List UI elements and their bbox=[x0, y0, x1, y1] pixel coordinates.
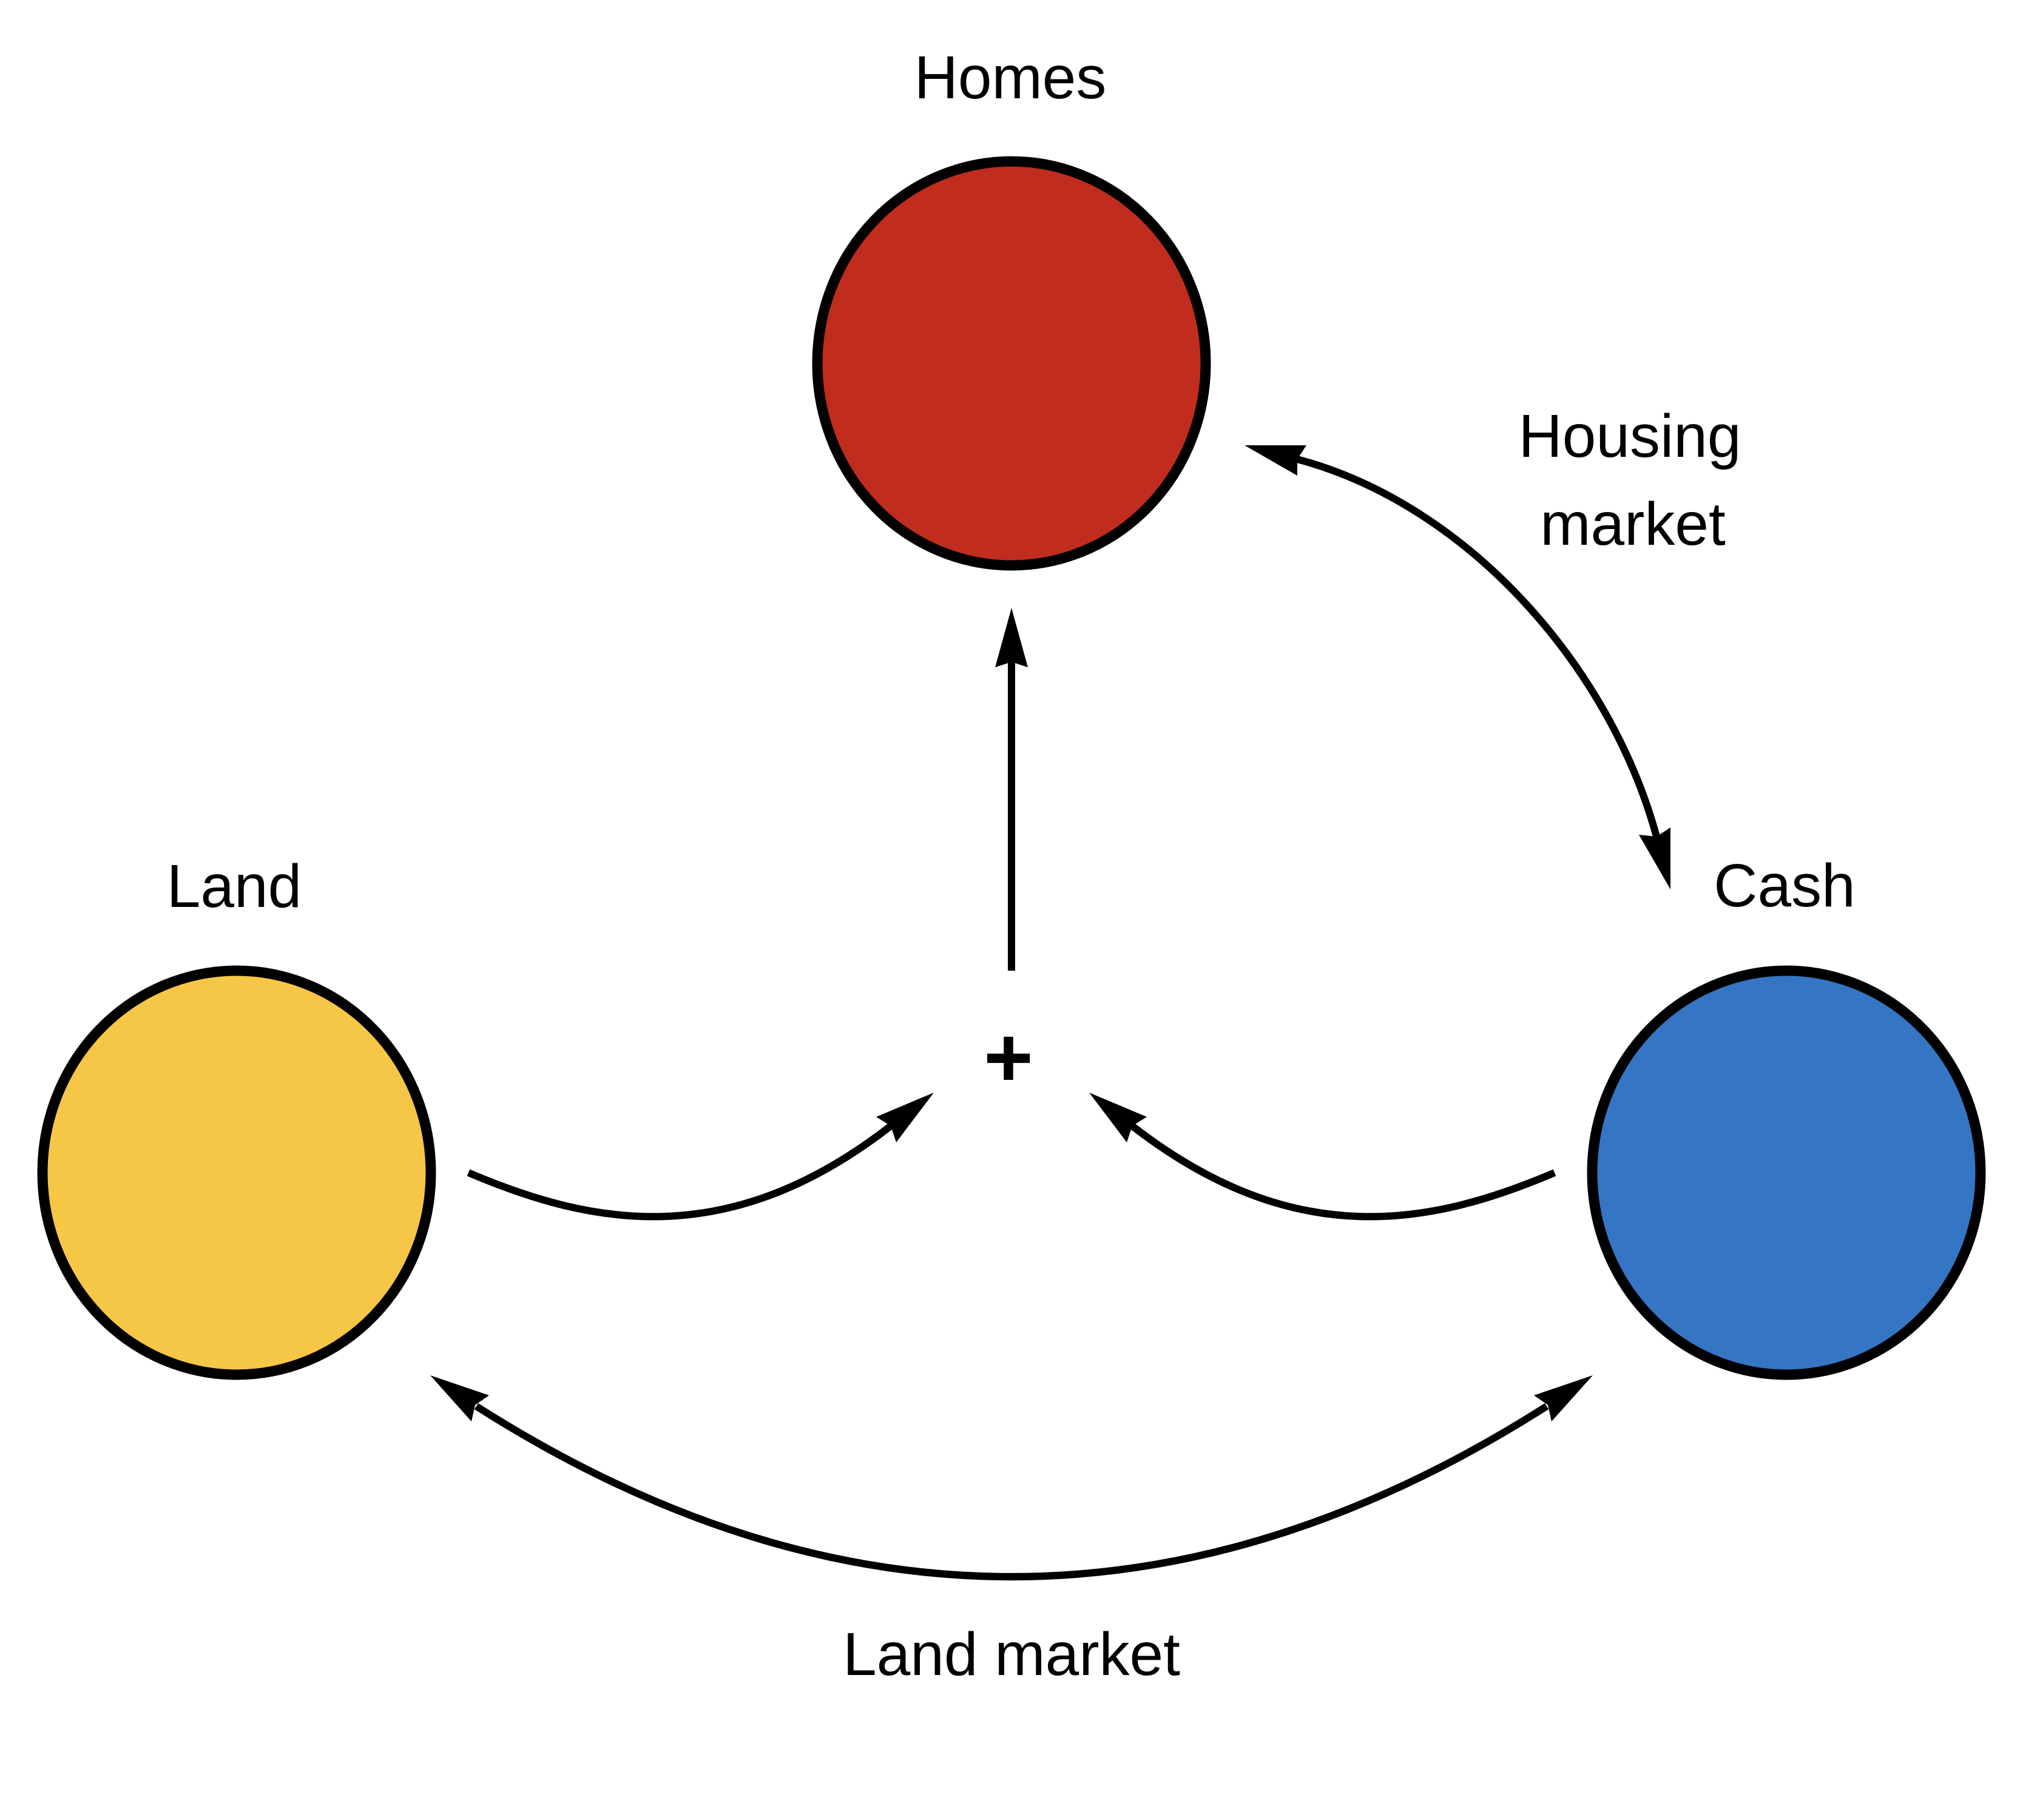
node-label-cash: Cash bbox=[1714, 852, 1855, 920]
edge-junction-to-homes bbox=[995, 608, 1028, 971]
edge-line-land-market bbox=[474, 1403, 1549, 1580]
edge-label-housing-line-1: Housing bbox=[1519, 402, 1741, 470]
edge-line-housing-market bbox=[1296, 456, 1660, 838]
node-label-land: Land bbox=[167, 852, 302, 920]
node-circle-homes bbox=[812, 156, 1211, 571]
arrowhead-icon bbox=[430, 1375, 489, 1421]
edge-label-land-market: Land market bbox=[843, 1620, 1180, 1688]
node-cash: Cash bbox=[1587, 852, 1986, 1380]
arrowhead-icon bbox=[995, 608, 1028, 667]
edge-line-cash-to-junction bbox=[1130, 1123, 1556, 1221]
node-homes: Homes bbox=[812, 44, 1211, 571]
node-circle-cash bbox=[1587, 965, 1986, 1380]
node-land: Land bbox=[37, 852, 436, 1380]
arrowhead-icon bbox=[876, 1093, 934, 1142]
node-label-homes: Homes bbox=[914, 44, 1107, 112]
junction-plus-symbol: + bbox=[984, 1009, 1033, 1105]
arrowhead-icon bbox=[1639, 827, 1670, 889]
edge-housing-market: Housing market bbox=[1245, 402, 1741, 889]
arrowhead-icon bbox=[1089, 1093, 1147, 1142]
edge-cash-to-junction bbox=[1089, 1093, 1556, 1221]
edge-label-housing-line-2: market bbox=[1540, 490, 1726, 558]
edge-land-market: Land market bbox=[430, 1375, 1593, 1688]
arrowhead-icon bbox=[1245, 445, 1306, 476]
arrowhead-icon bbox=[1534, 1375, 1593, 1421]
edge-land-to-junction bbox=[467, 1093, 934, 1221]
edge-line-land-to-junction bbox=[467, 1123, 893, 1221]
node-circle-land bbox=[37, 965, 436, 1380]
